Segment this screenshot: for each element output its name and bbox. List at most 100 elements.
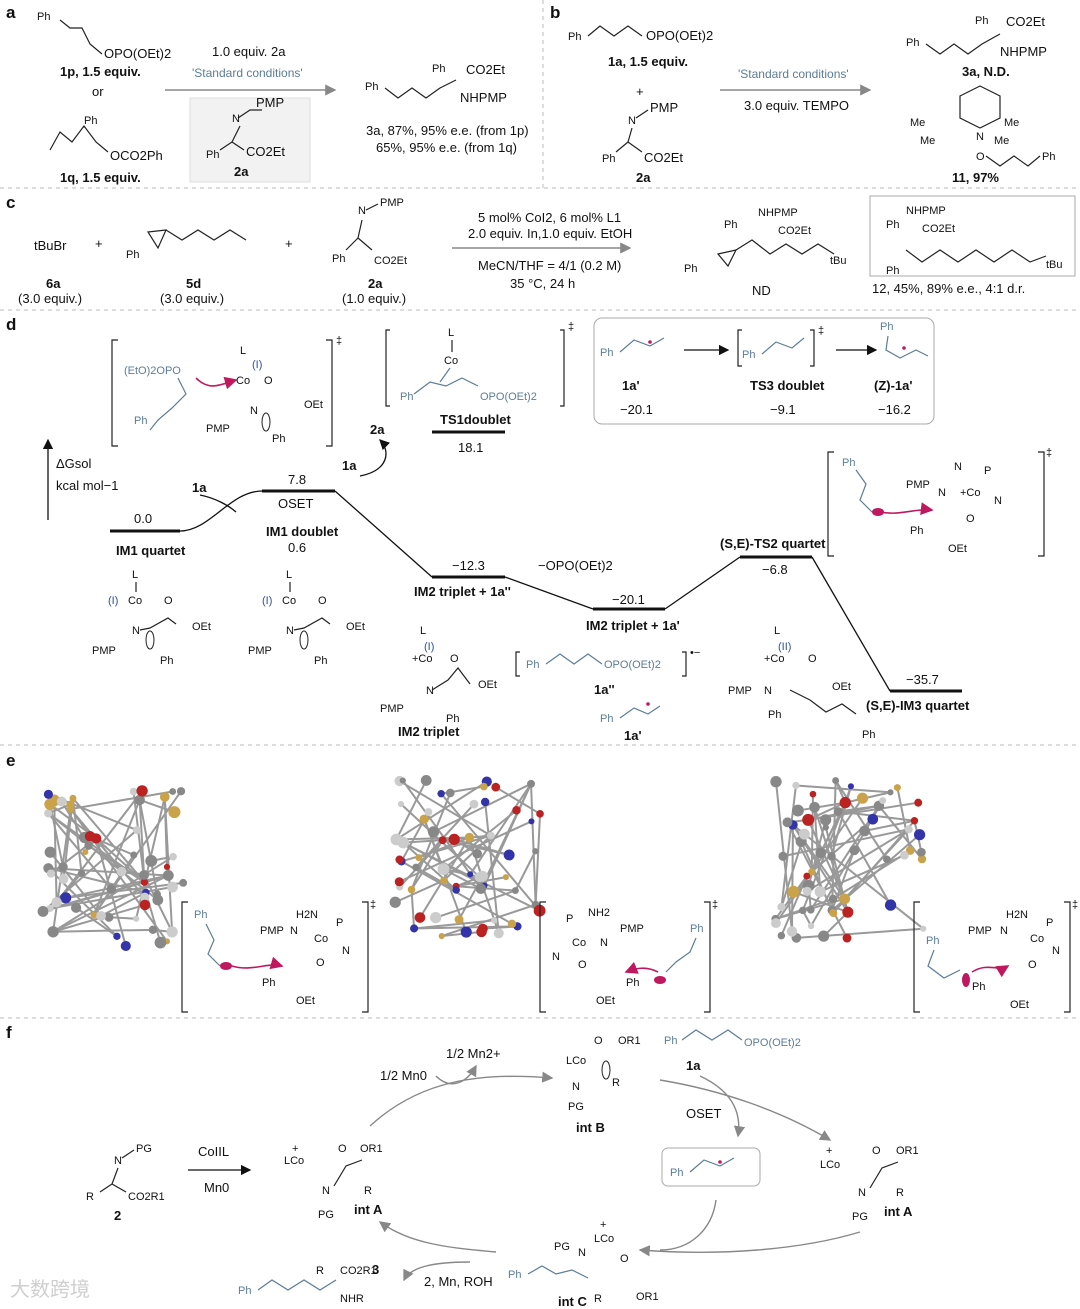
bond-stick bbox=[72, 797, 146, 883]
svg-text:CO2Et: CO2Et bbox=[246, 144, 285, 159]
panel-label-a: a bbox=[6, 3, 16, 22]
bond-stick bbox=[834, 780, 888, 860]
svg-text:N: N bbox=[994, 495, 1002, 507]
atom-ball bbox=[394, 877, 404, 887]
atom-ball bbox=[169, 852, 177, 861]
svg-text:PMP: PMP bbox=[728, 685, 752, 697]
svg-text:Ph: Ph bbox=[600, 347, 613, 359]
inset-label-2: (Z)-1a' bbox=[874, 378, 912, 393]
arrow-f-mn bbox=[435, 1064, 477, 1085]
bond-stick bbox=[822, 911, 849, 937]
substrate-1a-f: Ph OPO(OEt)2 1a bbox=[664, 1029, 801, 1073]
bond-stick bbox=[774, 875, 808, 920]
cond-c-3: MeCN/THF = 4/1 (0.2 M) bbox=[478, 258, 621, 273]
svg-text:int A: int A bbox=[354, 1202, 383, 1217]
atom-ball bbox=[532, 848, 539, 855]
svg-text:N: N bbox=[250, 405, 258, 417]
arrow-f-product bbox=[403, 1261, 471, 1282]
svg-text:Ph: Ph bbox=[134, 415, 147, 427]
atom-ball bbox=[806, 905, 815, 914]
bond-stick bbox=[53, 928, 153, 933]
sub1-formula: OPO(OEt)2 bbox=[104, 46, 171, 61]
svg-text:OR1: OR1 bbox=[896, 1145, 919, 1157]
svg-text:PMP: PMP bbox=[380, 197, 404, 209]
svg-text:Ph: Ph bbox=[975, 15, 988, 27]
svg-text:Ph: Ph bbox=[886, 265, 899, 277]
svg-text:Co: Co bbox=[236, 375, 250, 387]
atom-ball bbox=[389, 896, 401, 908]
conditions-text-b: 'Standard conditions' bbox=[738, 67, 849, 81]
atom-ball bbox=[47, 926, 59, 938]
panel-label-d: d bbox=[6, 315, 16, 334]
svg-text:OR1: OR1 bbox=[360, 1143, 383, 1155]
svg-text:R: R bbox=[316, 1265, 324, 1277]
atom-ball bbox=[163, 863, 171, 870]
svg-text:O: O bbox=[264, 375, 273, 387]
svg-text:N: N bbox=[1000, 925, 1008, 937]
svg-text:Me: Me bbox=[1004, 117, 1019, 129]
svg-text:OPO(OEt)2: OPO(OEt)2 bbox=[480, 391, 537, 403]
atom-ball bbox=[799, 906, 807, 915]
atom-ball bbox=[120, 940, 131, 952]
svg-text:Me: Me bbox=[994, 135, 1009, 147]
svg-text:int A: int A bbox=[884, 1204, 913, 1219]
atom-ball bbox=[412, 863, 420, 872]
atom-ball bbox=[113, 932, 121, 940]
bond-stick bbox=[793, 890, 849, 914]
svg-text:Ph: Ph bbox=[238, 1285, 251, 1297]
svg-text:12, 45%, 89% e.e., 4:1 d.r.: 12, 45%, 89% e.e., 4:1 d.r. bbox=[872, 281, 1025, 296]
atom-ball bbox=[390, 833, 403, 846]
bond-stick bbox=[878, 805, 923, 860]
atom-ball bbox=[856, 792, 869, 804]
bond-stick bbox=[819, 854, 905, 893]
atom-ball bbox=[822, 824, 829, 831]
co-catalyst: CoIIL bbox=[198, 1144, 229, 1159]
svg-text:L: L bbox=[774, 625, 780, 637]
svg-text:Ph: Ph bbox=[272, 433, 285, 445]
atom-ball bbox=[407, 885, 416, 894]
product-yield-1: 3a, 87%, 95% e.e. (from 1p) bbox=[366, 123, 529, 138]
svg-text:Ph: Ph bbox=[446, 713, 459, 725]
oset-tag: OSET bbox=[278, 496, 313, 511]
imine-box bbox=[189, 97, 311, 183]
svg-text:Ph: Ph bbox=[602, 153, 615, 165]
svg-text:Ph: Ph bbox=[206, 149, 219, 161]
svg-text:OEt: OEt bbox=[478, 679, 497, 691]
svg-text:3a, N.D.: 3a, N.D. bbox=[962, 64, 1010, 79]
svg-text:LCo: LCo bbox=[594, 1233, 614, 1245]
product-3a-b: Ph Ph CO2Et NHPMP 3a, N.D. bbox=[906, 14, 1047, 79]
product-12-box bbox=[869, 195, 1076, 277]
bond-stick bbox=[479, 783, 532, 890]
product-nd: Ph NHPMP CO2Et Ph tBu ND bbox=[684, 207, 847, 298]
atom-ball bbox=[777, 931, 786, 940]
atom-ball bbox=[84, 831, 96, 842]
bond-stick bbox=[69, 808, 146, 899]
svg-text:OEt: OEt bbox=[192, 621, 211, 633]
svg-text:NH2: NH2 bbox=[588, 907, 610, 919]
svg-text:‡: ‡ bbox=[818, 325, 824, 337]
svg-text:L: L bbox=[420, 625, 426, 637]
bond-stick bbox=[864, 819, 915, 832]
bond-stick bbox=[394, 879, 445, 904]
energy-ts2: −6.8 bbox=[762, 562, 788, 577]
atom-ball bbox=[536, 810, 544, 818]
bond-stick bbox=[401, 780, 482, 890]
reagent-text: 1.0 equiv. 2a bbox=[212, 44, 286, 59]
svg-text:N: N bbox=[578, 1247, 586, 1259]
svg-text:Ph: Ph bbox=[568, 31, 581, 43]
svg-text:O: O bbox=[1028, 959, 1037, 971]
atom-ball bbox=[859, 825, 871, 837]
bond-stick bbox=[435, 889, 516, 919]
bond-stick bbox=[410, 889, 416, 929]
atom-ball bbox=[440, 876, 448, 885]
svg-text:PMP: PMP bbox=[968, 925, 992, 937]
atom-ball bbox=[82, 848, 89, 855]
svg-text:Ph: Ph bbox=[886, 219, 899, 231]
atom-ball bbox=[802, 886, 812, 896]
atom-ball bbox=[480, 782, 488, 791]
svg-text:OEt: OEt bbox=[296, 995, 315, 1007]
svg-text:2a: 2a bbox=[636, 170, 651, 185]
bond-stick bbox=[443, 868, 480, 879]
svg-text:+: + bbox=[95, 236, 103, 251]
svg-text:NHPMP: NHPMP bbox=[758, 207, 798, 219]
